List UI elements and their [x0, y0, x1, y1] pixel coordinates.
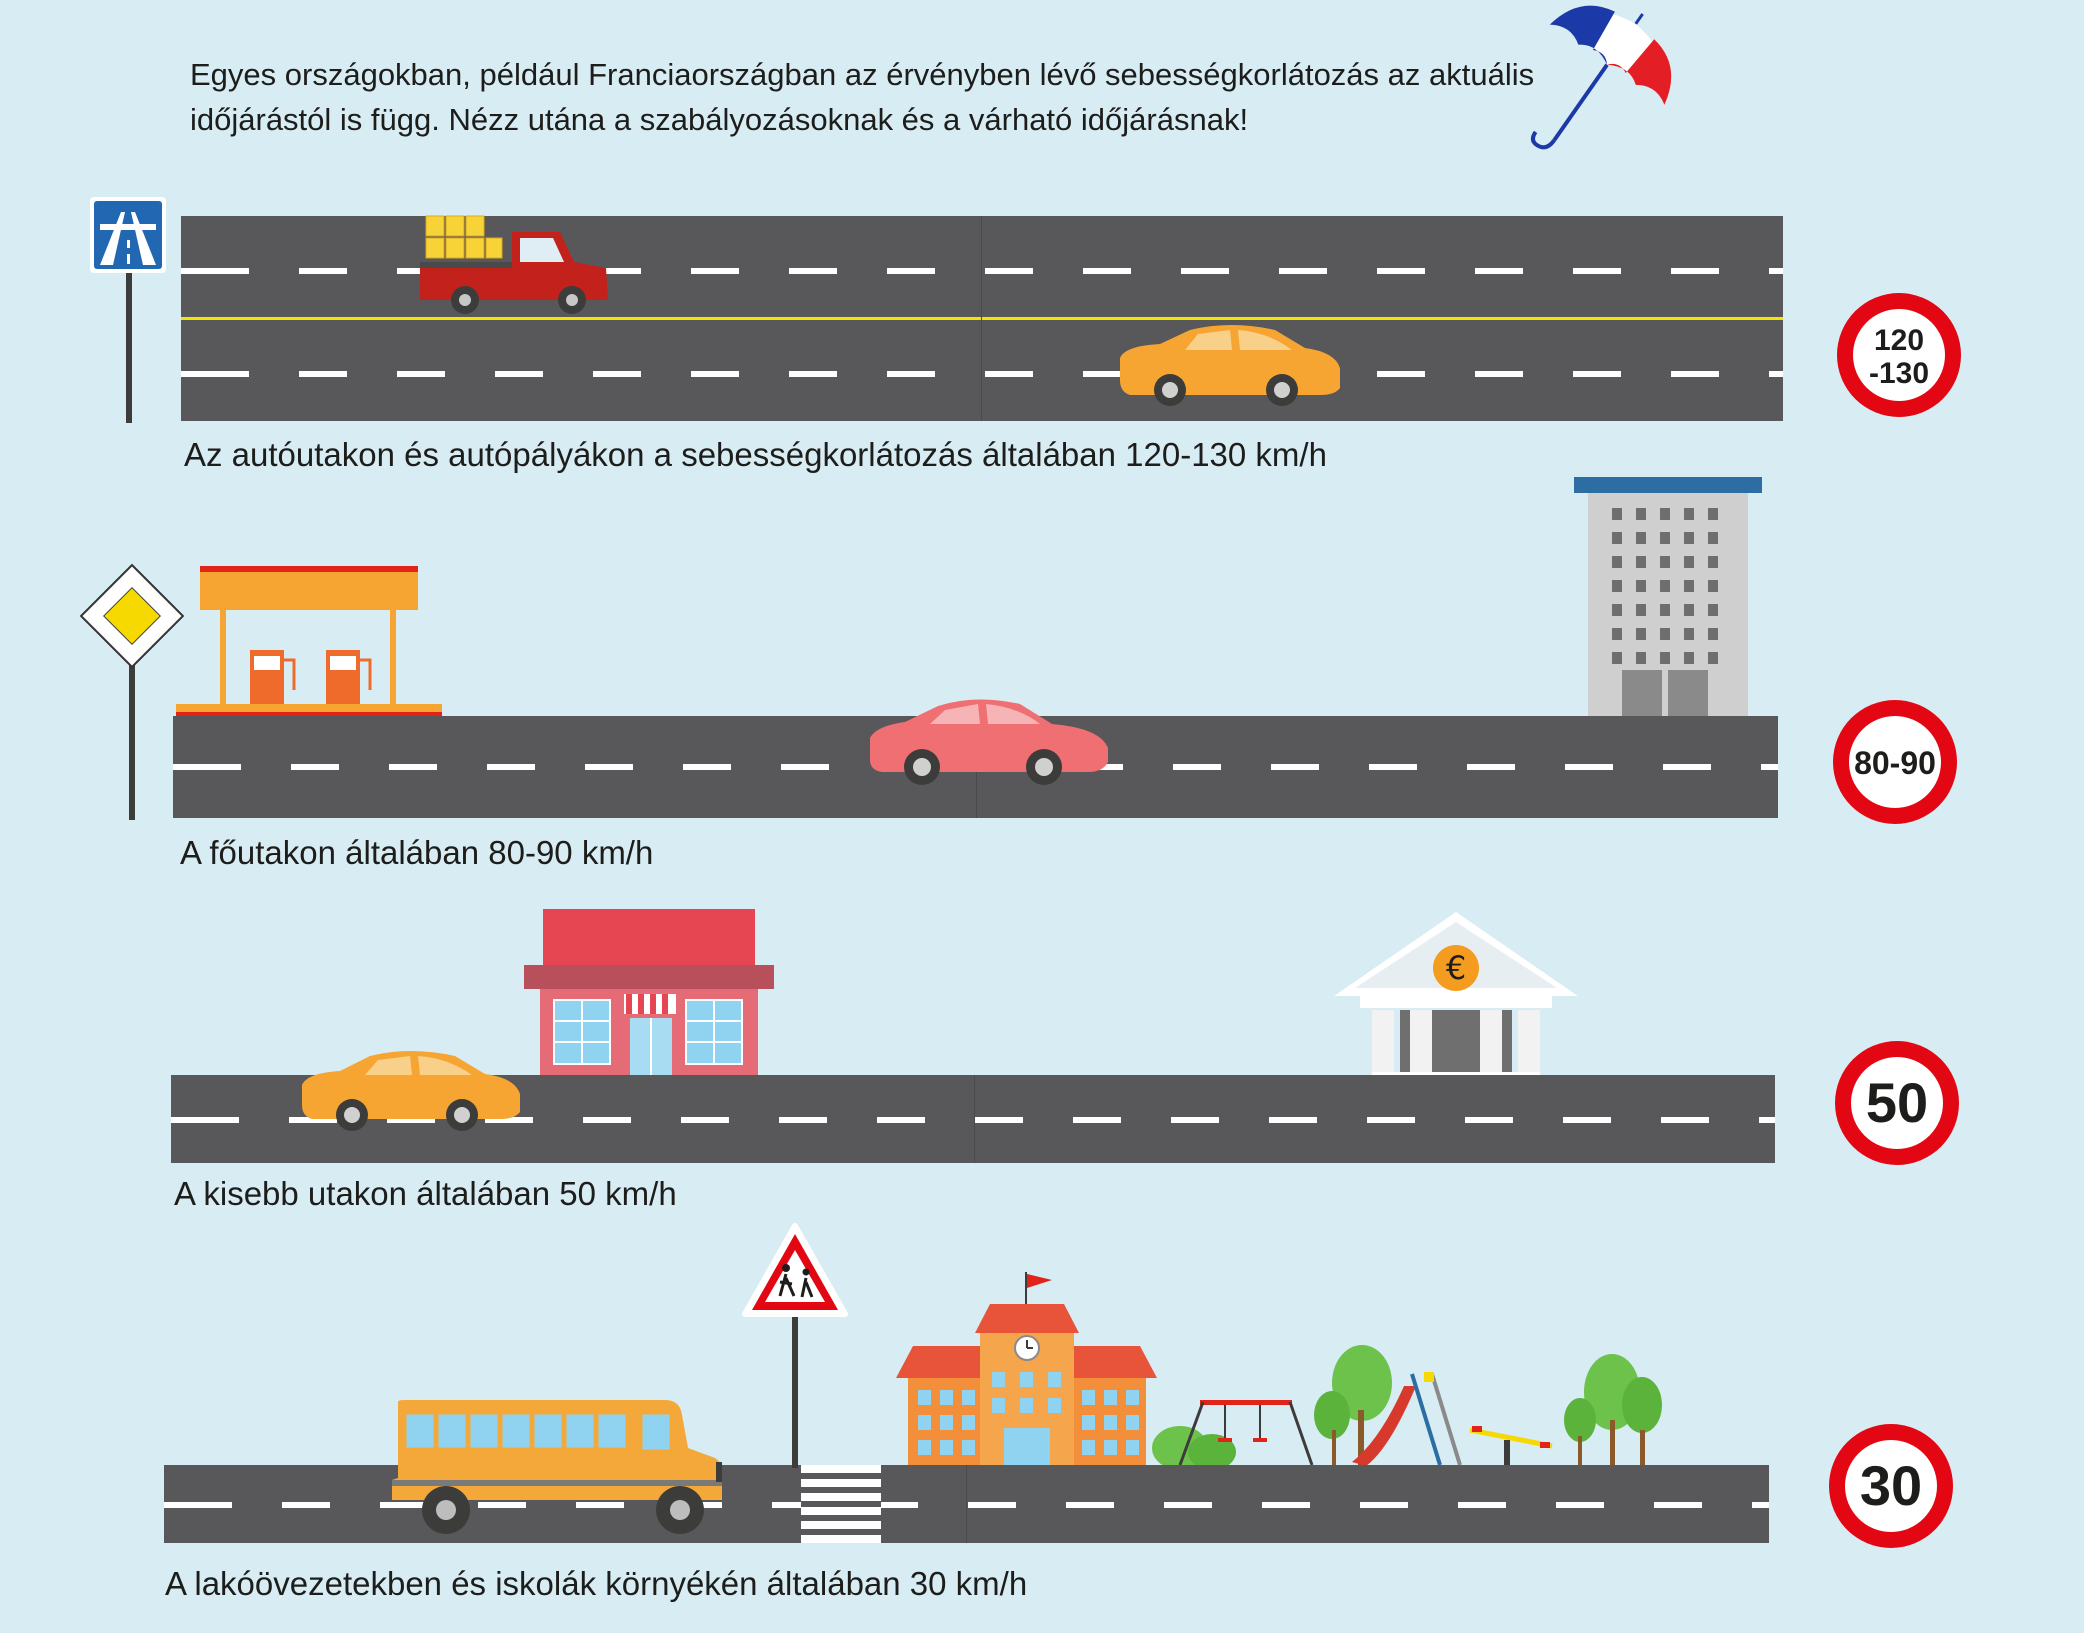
motorway-road [181, 216, 1783, 421]
priority-road-sign-icon [79, 563, 185, 820]
speed-limit-sign-30: 30 [1829, 1424, 1953, 1548]
speed-limit-sign-80-90: 80-90 [1833, 700, 1957, 824]
caption-motorway: Az autóutakon és autópályákon a sebesség… [184, 436, 1327, 473]
office-building-icon [1574, 477, 1762, 717]
bank-building-icon [1334, 912, 1578, 1102]
crosswalk [801, 1465, 881, 1543]
caption-small-road: A kisebb utakon általában 50 km/h [174, 1175, 677, 1212]
residential-road [164, 1465, 1769, 1543]
speed-limit-value: 30 [1860, 1454, 1922, 1517]
euro-icon: € [1433, 945, 1479, 991]
speed-limit-sign-50: 50 [1835, 1041, 1959, 1165]
small-road [171, 1075, 1775, 1163]
caption-residential: A lakóövezetekben és iskolák környékén á… [165, 1565, 1028, 1602]
gas-station-icon [176, 566, 442, 718]
speed-limit-value: 50 [1866, 1071, 1928, 1134]
speed-limit-line2: -130 [1869, 357, 1929, 390]
motorway-sign-icon [90, 197, 166, 423]
speed-limit-sign-120-130: 120 -130 [1837, 293, 1961, 417]
school-building-icon [896, 1272, 1157, 1468]
speed-limit-line1: 120 [1874, 324, 1924, 357]
playground-icon [1152, 1345, 1662, 1470]
caption-main-road: A főutakon általában 80-90 km/h [180, 834, 654, 871]
children-crossing-sign-icon [742, 1223, 848, 1468]
store-building-icon [524, 909, 774, 1076]
speed-limit-value: 80-90 [1854, 745, 1936, 781]
main-road [173, 716, 1778, 818]
intro-text: Egyes országokban, például Franciaország… [190, 57, 1535, 137]
